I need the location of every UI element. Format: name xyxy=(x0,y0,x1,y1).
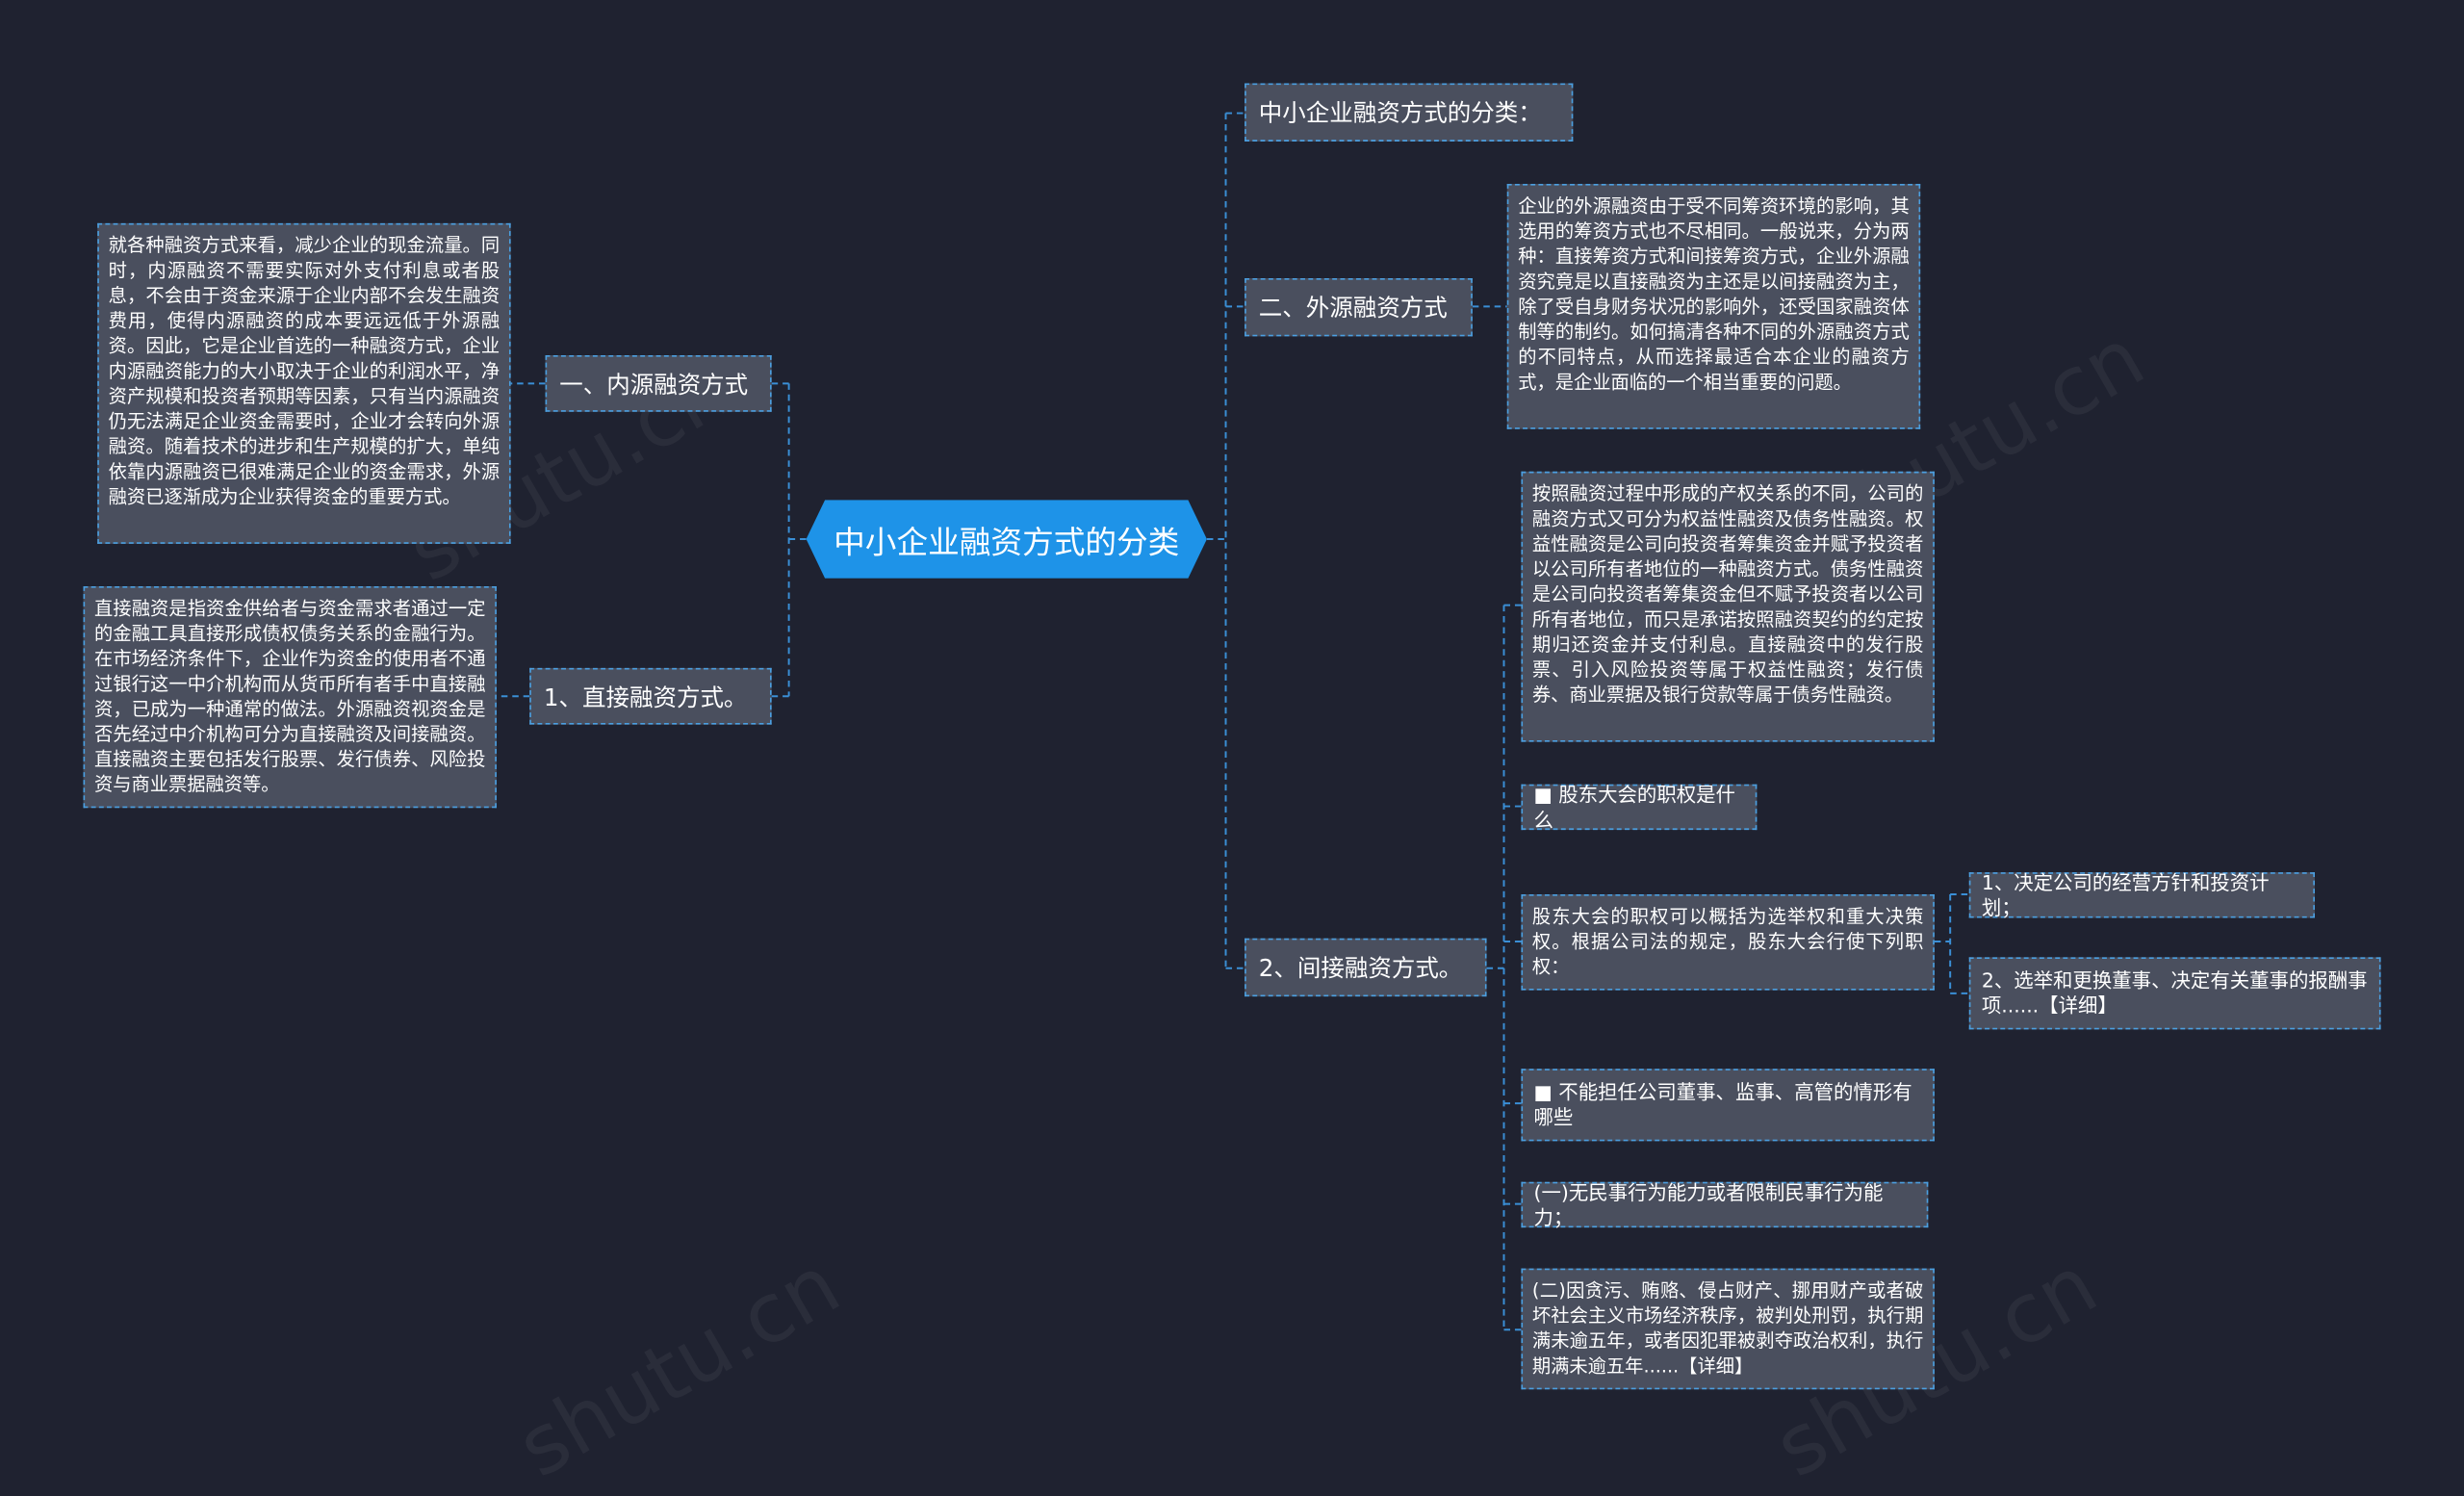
note-internal-financing: 就各种融资方式来看，减少企业的现金流量。同时，内源融资不需要实际对外支付利息或者… xyxy=(97,222,511,544)
branch-classification[interactable]: 中小企业融资方式的分类： xyxy=(1245,83,1574,142)
question-shareholder-powers[interactable]: ■ 股东大会的职权是什么 xyxy=(1521,782,1758,831)
note-direct-financing: 直接融资是指资金供给者与资金需求者通过一定的金融工具直接形成债权债务关系的金融行… xyxy=(83,585,497,809)
condition-item-2: (二)因贪污、贿赂、侵占财产、挪用财产或者破坏社会主义市场经济秩序，被判处刑罚，… xyxy=(1521,1268,1935,1390)
note-shareholder-powers: 股东大会的职权可以概括为选举权和重大决策权。根据公司法的规定，股东大会行使下列职… xyxy=(1521,894,1935,991)
branch-external-financing[interactable]: 二、外源融资方式 xyxy=(1245,277,1473,337)
note-equity-debt: 按照融资过程中形成的产权关系的不同，公司的融资方式又可分为权益性融资及债务性融资… xyxy=(1521,471,1935,742)
question-disqualifications[interactable]: ■ 不能担任公司董事、监事、高管的情形有哪些 xyxy=(1521,1069,1935,1142)
power-item-2[interactable]: 2、选举和更换董事、决定有关董事的报酬事项......【详细】 xyxy=(1968,957,2381,1030)
branch-internal-financing[interactable]: 一、内源融资方式 xyxy=(545,354,772,412)
branch-direct-financing[interactable]: 1、直接融资方式。 xyxy=(529,667,772,725)
condition-item-1: (一)无民事行为能力或者限制民事行为能力； xyxy=(1521,1179,1929,1228)
power-item-1[interactable]: 1、决定公司的经营方针和投资计划； xyxy=(1968,870,2315,918)
branch-indirect-financing[interactable]: 2、间接融资方式。 xyxy=(1245,938,1487,997)
note-external-financing: 企业的外源融资由于受不同筹资环境的影响，其选用的筹资方式也不尽相同。一般说来，分… xyxy=(1506,184,1921,429)
root-topic[interactable]: 中小企业融资方式的分类 xyxy=(807,500,1207,579)
